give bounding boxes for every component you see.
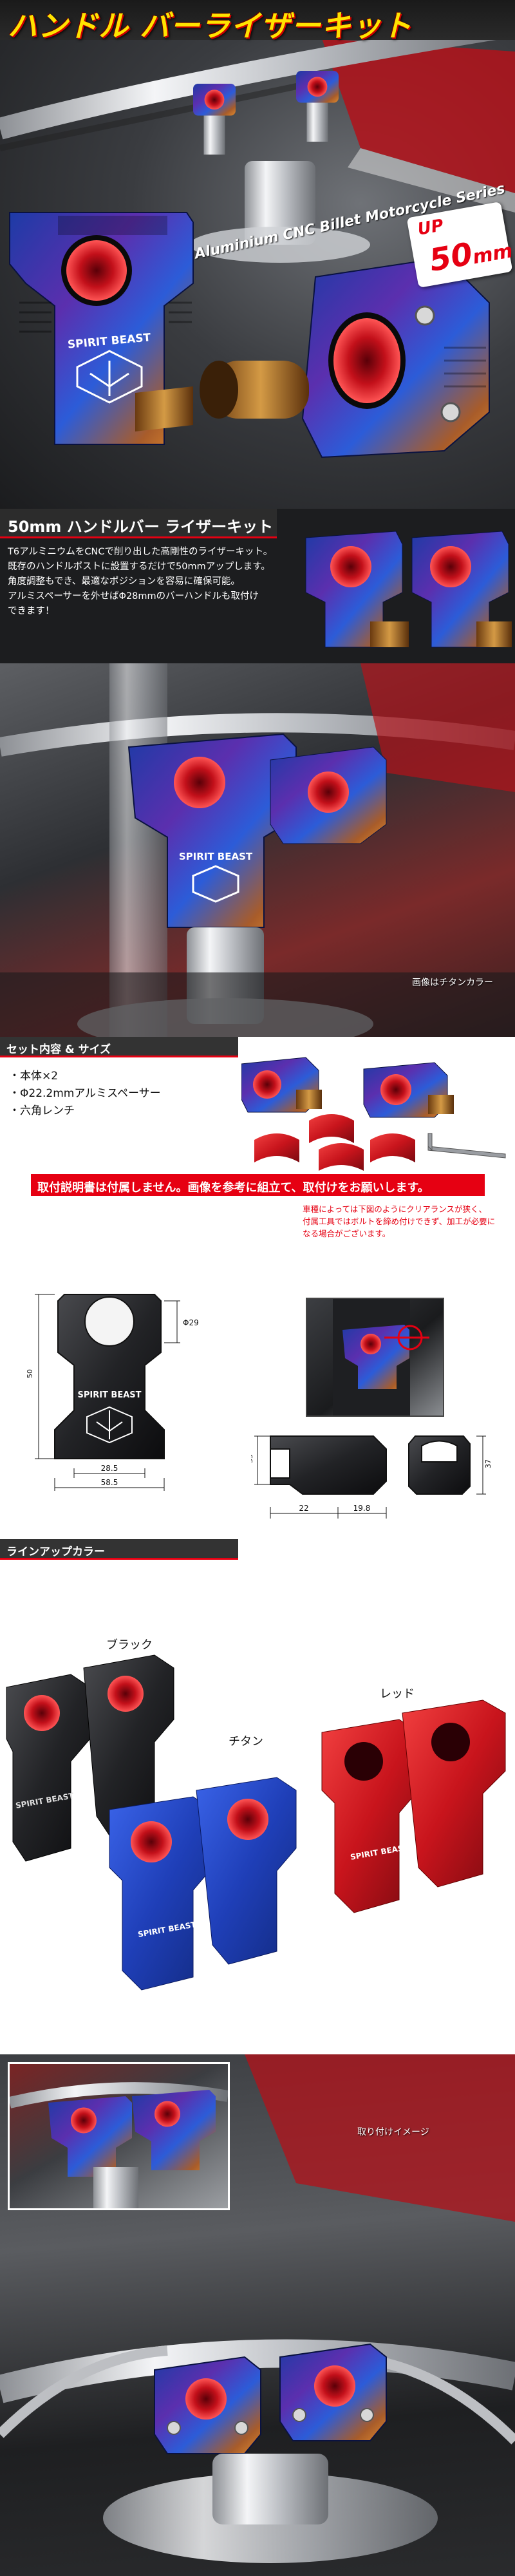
mount-photo [0,2054,515,2563]
badge-number: 50 [426,236,476,279]
lineup-section: ラインアップカラー ブラック チタン レッド SPIRIT BEAST SPIR… [0,1539,515,2054]
mount-inset-photo [8,2062,230,2210]
riser-titan: SPIRIT BEAST [109,1777,297,1991]
intro-line: アルミスペーサーを外せばΦ28mmのバーハンドルも取付け [8,591,259,601]
intro-description: T6アルミニウムをCNCで削り出した高剛性のライザーキット。 既存のハンドルポス… [8,545,301,619]
drawing-engraving: SPIRIT BEAST [77,1390,141,1400]
dim-inner-width: 28.5 [101,1464,118,1473]
set-size-section: セット内容 & サイズ ・本体×2 ・Φ22.2mmアルミスペーサー ・六角レン… [0,1037,515,1539]
dim-height: 50 [26,1369,34,1378]
intro-line: T6アルミニウムをCNCで削り出した高剛性のライザーキット。 [8,547,273,557]
installed-photo-art: SPIRIT BEAST [0,663,515,1037]
color-label-red: レッド [380,1687,415,1701]
set-header: セット内容 & サイズ [0,1037,238,1057]
color-label-titan: チタン [229,1735,263,1748]
set-header-text: セット内容 & サイズ [6,1043,111,1056]
dim-outer-width: 58.5 [101,1478,118,1487]
badge-up-label: UP [416,216,445,240]
hero-section: SPIRIT BEAST ハンドル バーライザーキット Aluminium CN… [0,0,515,509]
mount-caption: 取り付けイメージ [357,2127,429,2137]
intro-line: 角度調整もでき、最適なポジションを容易に確保可能。 [8,576,240,587]
set-contents-photo [241,1057,506,1171]
set-contents-list: ・本体×2 ・Φ22.2mmアルミスペーサー ・六角レンチ [9,1068,161,1120]
side-dimension-drawing: 35 22 19.8 37 [251,1435,492,1519]
installed-engraving: SPIRIT BEAST [179,851,253,862]
warning-text: 取付説明書は付属しません。画像を参考に組立て、取付けをお願いします。 [37,1181,429,1195]
intro-title: 50mm ハンドルバー ライザーキット [8,518,274,536]
color-label-black: ブラック [106,1638,153,1652]
intro-line: できます！ [8,606,55,616]
set-item: ・本体×2 [9,1070,59,1083]
riser-red: SPIRIT BEAST [321,1700,506,1913]
set-item: ・六角レンチ [9,1104,75,1117]
note-line: 付属工具ではボルトを締め付けできず、加工が必要に [303,1217,496,1226]
mount-image-section: 取り付けイメージ [0,2054,515,2576]
front-dimension-drawing: SPIRIT BEAST 50 Φ29 28.5 58.5 [26,1294,199,1491]
intro-section: 50mm ハンドルバー ライザーキット T6アルミニウムをCNCで削り出した高剛… [0,509,515,1037]
clearance-photo [306,1298,444,1417]
riser-black: SPIRIT BEAST [6,1654,174,1862]
warning-bar: 取付説明書は付属しません。画像を参考に組立て、取付けをお願いします。 [31,1174,485,1196]
dim-side-a: 22 [299,1504,308,1513]
set-item: ・Φ22.2mmアルミスペーサー [9,1087,161,1100]
mount-inset-art [8,2082,229,2208]
riser-front-view: SPIRIT BEAST [9,212,194,445]
dim-depth: 35 [251,1454,254,1463]
dim-side-b: 19.8 [353,1504,371,1513]
clearance-photo-art [333,1299,429,1416]
intro-title-bar: 50mm ハンドルバー ライザーキット [0,509,277,538]
dim-side-h: 37 [484,1459,492,1468]
page-title: ハンドル バーライザーキット [8,8,413,43]
dim-bore: Φ29 [183,1318,199,1327]
installed-photo: SPIRIT BEAST 画像はチタンカラー [0,663,515,1037]
riser-pair-product-shot [305,531,512,648]
badge-unit: mm [471,240,515,269]
note-line: 車種によっては下図のようにクリアランスが狭く、 [303,1204,487,1214]
lineup-header-text: ラインアップカラー [6,1546,105,1558]
riser-angled-view [200,256,490,459]
badge-value: 50mm [427,229,515,279]
lineup-product-shot: SPIRIT BEAST SPIRIT BEAST SPIRIT BEAST [6,1654,506,1991]
note-line: なる場合がございます。 [303,1229,391,1238]
lineup-header: ラインアップカラー [0,1539,238,1560]
intro-line: 既存のハンドルポストに設置するだけで50mmアップします。 [8,562,270,572]
hero-photo: SPIRIT BEAST [0,15,515,459]
title-bar: ハンドル バーライザーキット [0,0,515,43]
photo-caption: 画像はチタンカラー [412,978,493,988]
clearance-note: 車種によっては下図のようにクリアランスが狭く、 付属工具ではボルトを締め付けでき… [303,1203,509,1240]
